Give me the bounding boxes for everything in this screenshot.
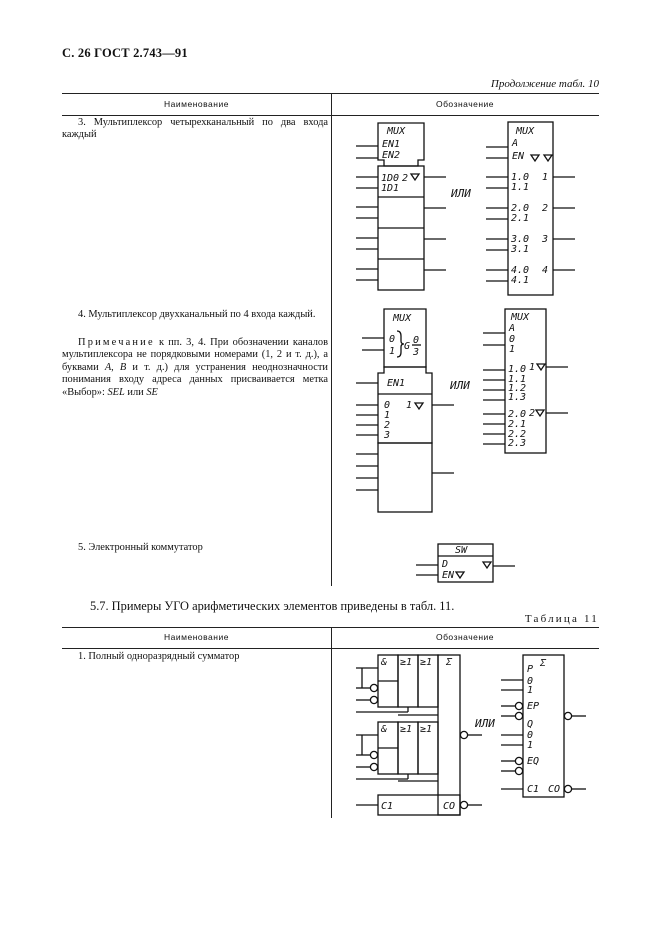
in-1-0: 1.0 [508,364,526,375]
table-continuation-note: Продолжение табл. 10 [490,78,599,90]
note-sel: SEL [107,386,125,398]
data-1d1-label: 1D1 [381,183,399,194]
en2-label: EN2 [382,150,400,161]
addr-0: 0 [389,334,395,345]
note-se: SE [146,386,158,398]
mux-label: MUX [392,313,412,324]
in-4-1: 4.1 [511,275,529,286]
en1-label: EN1 [382,139,400,150]
note-label: Примечание [78,337,155,348]
in-1-3: 1.3 [508,392,526,403]
or-gate-label: ≥1 [400,657,412,668]
en1-label: EN1 [387,378,405,389]
in-2-2: 2.2 [508,429,526,440]
out-1: 1 [529,362,535,373]
q-0: 0 [527,730,533,741]
in-1-2: 1.2 [508,383,526,394]
c1-label: C1 [381,801,393,812]
table-10-note: Примечание к пп. 3, 4. При обозначении к… [62,337,328,399]
in-3: 3 [383,430,390,441]
addr-1: 1 [509,344,515,355]
note-body-2: и т. д.) для устранения неоднозначности … [62,361,328,398]
en-label: EN [512,151,525,162]
in-1-1: 1.1 [508,374,526,385]
g-label: G [404,341,410,352]
out-1: 1 [542,172,548,183]
table-10-row-4-name: 4. Мультиплексор двухканальный по 4 вход… [78,309,316,320]
q-label: Q [527,719,533,730]
and-gate-label: & [380,724,387,735]
sigma-label: Σ [539,658,547,669]
note-letters: A, B [104,361,127,373]
en-label: EN [442,570,455,581]
in-3-1: 3.1 [510,244,529,255]
table-10-col-name: Наименование [164,99,229,109]
or-gate-label: ≥1 [420,657,432,668]
addr-a-label: A [511,138,518,149]
data-1d0-label: 1D0 [381,173,399,184]
out-1: 1 [406,400,412,411]
out-4: 4 [542,265,548,276]
sw-label: SW [455,545,468,556]
table-10-row-3-name: 3. Мультиплексор четырехканальный по два… [62,117,328,141]
table-10-col-symbol: Обозначение [435,99,495,109]
or-gate-label: ≥1 [420,724,432,735]
in-2-1: 2.1 [511,213,529,224]
g-frac-num: 0 [413,335,419,346]
mux-label: MUX [386,126,406,137]
in-2: 2 [384,420,390,431]
in-4-0: 4.0 [511,265,529,276]
in-0: 0 [384,400,390,411]
table-11-column-divider [331,627,332,818]
p-0: 0 [527,676,533,687]
table-11-col-symbol: Обозначение [435,632,495,642]
mux-label: MUX [510,312,530,323]
mux-label: MUX [515,126,535,137]
co-label: CO [548,784,560,795]
or-gate-label: ≥1 [400,724,412,735]
in-1-0: 1.0 [511,172,529,183]
in-3-0: 3.0 [510,234,529,245]
output-2-label: 2 [402,173,408,184]
table-11-header-rule [62,648,599,649]
table-11-top-rule [62,627,599,628]
sigma-label: Σ [445,657,453,668]
table-11-label: Таблица 11 [524,613,599,625]
or-label: ИЛИ [474,717,495,730]
out-2: 2 [542,203,548,214]
in-1-1: 1.1 [511,182,529,193]
in-1: 1 [384,410,390,421]
in-2-3: 2.3 [508,438,526,449]
or-label: ИЛИ [450,187,471,200]
g-frac-den: 3 [412,347,419,358]
table-10-top-rule [62,93,599,94]
in-2-0: 2.0 [511,203,529,214]
in-2-0: 2.0 [508,409,526,420]
note-or: или [124,386,147,398]
table-11-col-name: Наименование [164,632,229,642]
c1-label: C1 [527,784,539,795]
q-1: 1 [527,740,533,751]
p-label: P [527,664,533,675]
in-2-1: 2.1 [508,419,526,430]
addr-a: A [508,323,515,334]
p-1: 1 [527,685,533,696]
addr-0: 0 [509,334,515,345]
co-label: CO [443,801,455,812]
section-5-7-text: 5.7. Примеры УГО арифметических элементо… [90,599,455,613]
page-header: С. 26 ГОСТ 2.743—91 [62,46,188,60]
table-11-row-1-name: 1. Полный одноразрядный сумматор [78,651,240,662]
out-3: 3 [541,234,548,245]
addr-1: 1 [389,346,395,357]
note-body: к пп. 3, 4. При обозначении каналов муль… [62,337,328,373]
and-gate-label: & [380,657,387,668]
table-10-row-5-name: 5. Электронный коммутатор [78,542,203,553]
ep-label: EP [527,701,539,712]
or-label: ИЛИ [449,379,470,392]
table-10-header-rule [62,115,599,116]
d-label: D [441,559,448,570]
out-2: 2 [529,408,535,419]
table-10-column-divider [331,93,332,586]
eq-label: EQ [527,756,539,767]
